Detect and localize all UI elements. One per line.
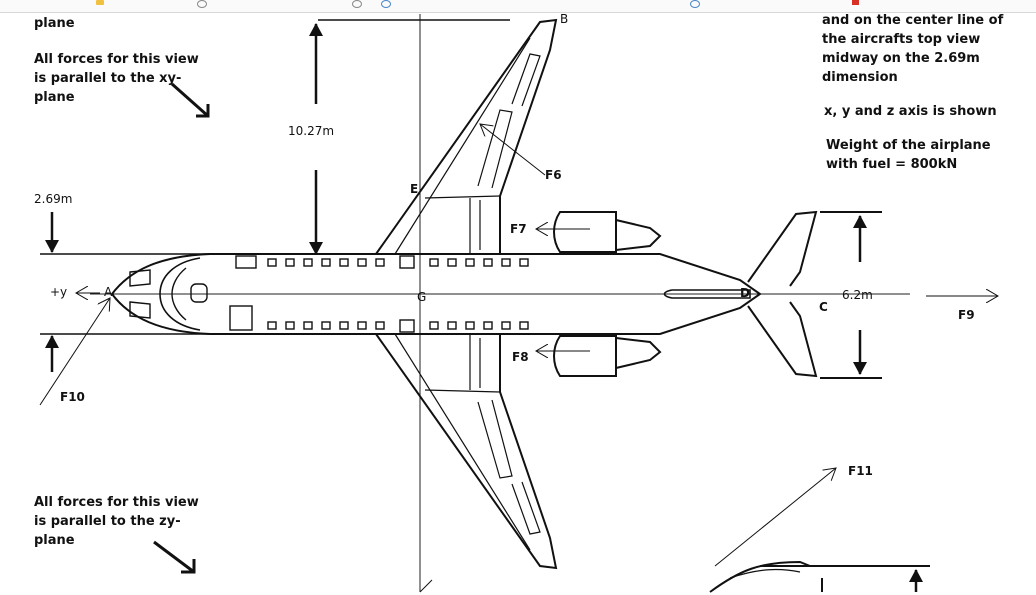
force-label-f11: F11 xyxy=(848,464,873,478)
view-direction-arrows xyxy=(153,82,210,574)
note-top-left-line: plane xyxy=(34,16,75,31)
dimension-span-label: 10.27m xyxy=(288,124,335,138)
note-weight-line-2: with fuel = 800kN xyxy=(826,157,958,172)
point-label-a: A xyxy=(104,285,113,299)
note-top-right-line-1: and on the center line of xyxy=(822,13,1004,28)
note-xy-view: All forces for this view is parallel to … xyxy=(34,50,199,107)
upper-wing xyxy=(375,18,558,255)
note-xy-line-1: All forces for this view xyxy=(34,52,199,67)
axis-label-y: +y xyxy=(50,285,68,299)
force-label-f8: F8 xyxy=(512,350,529,364)
star-icon xyxy=(96,0,104,5)
top-toolbar-strip xyxy=(0,0,1036,13)
force-label-f10: F10 xyxy=(60,390,85,404)
note-zy-view: All forces for this view is parallel to … xyxy=(34,493,199,550)
note-top-left: plane xyxy=(34,14,75,33)
note-top-right-line-4: dimension xyxy=(822,70,898,85)
note-weight-line-1: Weight of the airplane xyxy=(826,138,991,153)
dim-6-2m xyxy=(820,211,882,379)
force-arrow-f11 xyxy=(714,468,836,567)
note-top-right: and on the center line of the aircrafts … xyxy=(822,11,1003,87)
tail xyxy=(747,210,818,378)
force-label-f6: F6 xyxy=(545,168,562,182)
force-label-f9: F9 xyxy=(958,308,975,322)
dim-10-27m xyxy=(309,19,510,255)
side-view-fragment xyxy=(419,560,930,593)
note-axes: x, y and z axis is shown xyxy=(824,102,997,121)
lower-wing xyxy=(375,333,558,570)
lower-engine xyxy=(553,335,662,377)
dim-2-69m xyxy=(40,212,210,372)
note-zy-line-3: plane xyxy=(34,533,75,548)
dimension-tail-label: 6.2m xyxy=(842,288,873,302)
globe-icon xyxy=(381,0,391,8)
note-xy-line-2: is parallel to the xy- xyxy=(34,71,182,86)
note-zy-line-2: is parallel to the zy- xyxy=(34,514,181,529)
windows-top xyxy=(267,258,529,267)
point-label-c: C xyxy=(819,300,828,314)
fuselage xyxy=(110,253,762,335)
note-top-right-line-2: the aircrafts top view xyxy=(822,32,981,47)
globe-icon xyxy=(690,0,700,8)
note-top-right-line-3: midway on the 2.69m xyxy=(822,51,980,66)
globe-icon xyxy=(352,0,362,8)
note-axes-line: x, y and z axis is shown xyxy=(824,104,997,119)
force-label-f7: F7 xyxy=(510,222,527,236)
note-xy-line-3: plane xyxy=(34,90,75,105)
upper-engine xyxy=(553,211,662,253)
force-arrows xyxy=(39,124,998,567)
note-weight: Weight of the airplane with fuel = 800kN xyxy=(826,136,991,174)
note-zy-line-1: All forces for this view xyxy=(34,495,199,510)
point-label-g: G xyxy=(417,290,427,304)
point-label-b: B xyxy=(560,12,569,26)
globe-icon xyxy=(197,0,207,8)
point-label-d: D xyxy=(740,286,750,300)
windows-bottom xyxy=(267,321,529,330)
bookmark-icon xyxy=(852,0,859,5)
force-arrow-f10 xyxy=(39,298,110,406)
dimension-fuselage-label: 2.69m xyxy=(34,192,73,206)
force-arrow-f6 xyxy=(480,124,546,176)
point-label-e: E xyxy=(410,182,419,196)
